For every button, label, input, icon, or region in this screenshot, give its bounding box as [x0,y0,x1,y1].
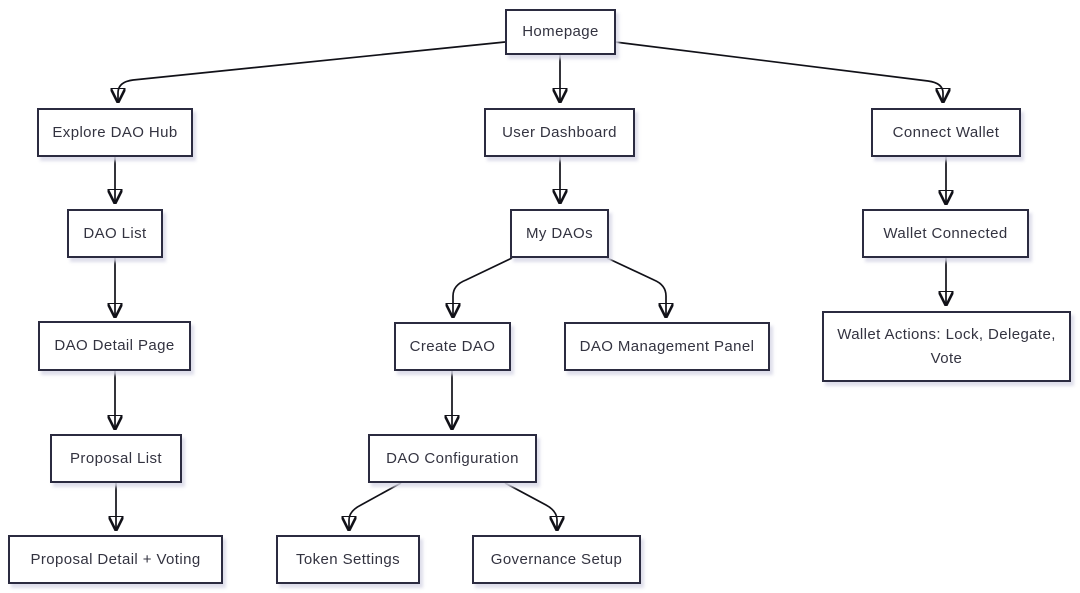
node-explore-dao-hub: Explore DAO Hub [37,108,193,157]
node-connect-wallet: Connect Wallet [871,108,1021,157]
node-dao-configuration: DAO Configuration [368,434,537,483]
node-dao-detail-page: DAO Detail Page [38,321,191,371]
node-wallet-connected: Wallet Connected [862,209,1029,258]
node-dao-list: DAO List [67,209,163,258]
node-proposal-detail-voting: Proposal Detail + Voting [8,535,223,584]
edge-homepage-explore-dao-hub [118,41,506,100]
node-wallet-actions: Wallet Actions: Lock, Delegate, Vote [822,311,1071,382]
edge-dao-configuration-token-settings [349,482,402,528]
node-user-dashboard: User Dashboard [484,108,635,157]
node-proposal-list: Proposal List [50,434,182,483]
node-governance-setup: Governance Setup [472,535,641,584]
node-dao-management-panel: DAO Management Panel [564,322,770,371]
edge-my-daos-dao-management-panel [606,257,666,315]
node-my-daos: My DAOs [510,209,609,258]
edge-dao-configuration-governance-setup [504,482,557,528]
node-homepage: Homepage [505,9,616,55]
node-token-settings: Token Settings [276,535,420,584]
node-create-dao: Create DAO [394,322,511,371]
edge-my-daos-create-dao [453,257,513,315]
edge-homepage-connect-wallet [614,41,943,100]
